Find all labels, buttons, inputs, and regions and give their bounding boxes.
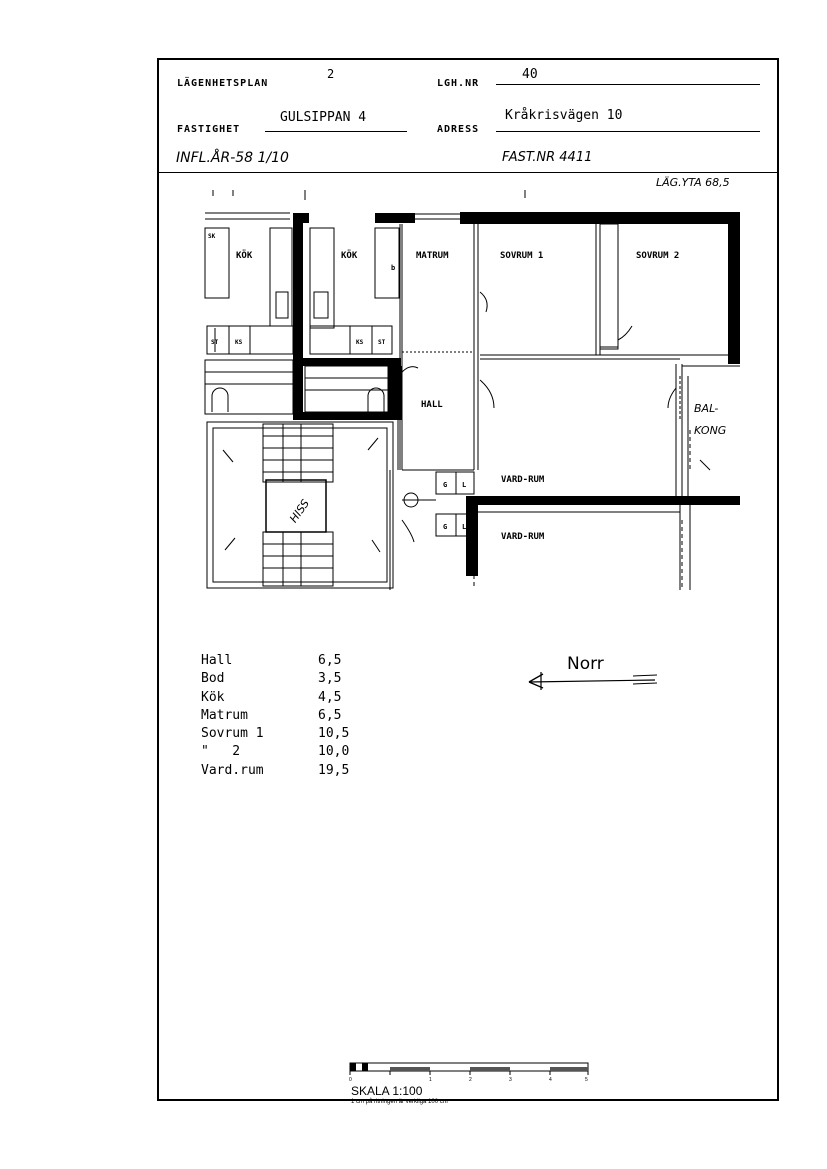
plan-label: LÄGENHETSPLAN [177, 78, 269, 89]
scale-bar: 0 1 2 3 4 5 SKALA 1:100 1 cm på ritninge… [349, 1060, 589, 1110]
room-hall: HALL [421, 400, 443, 410]
scale-tick-5: 5 [585, 1077, 588, 1083]
room-balcony-line2: KONG [694, 424, 726, 437]
fixture-g: G [443, 481, 447, 489]
floor-plan: KÖK KÖK MATRUM SOVRUM 1 SOVRUM 2 HALL VA… [204, 176, 740, 590]
scale-graphic: 0 1 2 3 4 5 [349, 1062, 589, 1083]
fixture-ks-left: KS [235, 339, 243, 346]
fixture-st-right: ST [378, 339, 386, 346]
scale-tick-3: 3 [509, 1077, 512, 1083]
address-underline [496, 131, 760, 132]
party-wall [293, 220, 303, 416]
room-lift: HISS [287, 497, 312, 525]
room-bedroom-2: SOVRUM 2 [636, 251, 679, 261]
apartment-label: LGH.NR [437, 78, 480, 89]
address-label: ADRESS [437, 124, 480, 135]
moved-in-year: INFL.ÅR-58 1/10 [176, 150, 289, 166]
north-arrow-icon [528, 672, 658, 690]
north-label: Norr [567, 654, 604, 674]
scale-note: 1 cm på ritningen är verkliga 100 cm [351, 1099, 448, 1105]
living-area-note: LÄG.YTA 68,5 [656, 176, 730, 189]
fixture-l: L [462, 481, 466, 489]
living-room-wall [474, 496, 740, 505]
room-kitchen-right: KÖK [341, 250, 358, 261]
room-living: VARD-RUM [501, 475, 545, 485]
address-value: Kråkrisvägen 10 [505, 108, 623, 123]
room-living-below: VARD-RUM [501, 532, 545, 542]
lift-shaft [265, 479, 327, 533]
apartment-number: 40 [522, 67, 538, 82]
property-label: FASTIGHET [177, 124, 241, 135]
room-kitchen-left: KÖK [236, 250, 253, 261]
header-divider [159, 172, 777, 173]
fixture-ks-right: KS [356, 339, 364, 346]
plan-sheet [157, 58, 779, 1101]
fixture-st-left: ST [211, 339, 219, 346]
room-balcony-line1: BAL- [694, 402, 718, 415]
scale-label: SKALA 1:100 [351, 1084, 423, 1098]
property-underline [265, 131, 407, 132]
north-arrow: Norr [525, 652, 665, 692]
plan-number: 2 [327, 67, 335, 81]
fixture-sk: SK [208, 233, 216, 240]
fixture-l2: L [462, 523, 466, 531]
east-wall [728, 212, 740, 364]
room-bedroom-1: SOVRUM 1 [500, 251, 543, 261]
scale-tick-4: 4 [549, 1077, 552, 1083]
scale-tick-2: 2 [469, 1077, 472, 1083]
apartment-underline [496, 84, 760, 85]
fixture-g2: G [443, 523, 447, 531]
room-dining: MATRUM [416, 251, 449, 261]
property-number: FAST.NR 4411 [502, 150, 593, 165]
fixture-b: b [391, 264, 395, 272]
property-name: GULSIPPAN 4 [280, 110, 367, 125]
scale-tick-0: 0 [349, 1077, 352, 1083]
scale-tick-1: 1 [429, 1077, 432, 1083]
